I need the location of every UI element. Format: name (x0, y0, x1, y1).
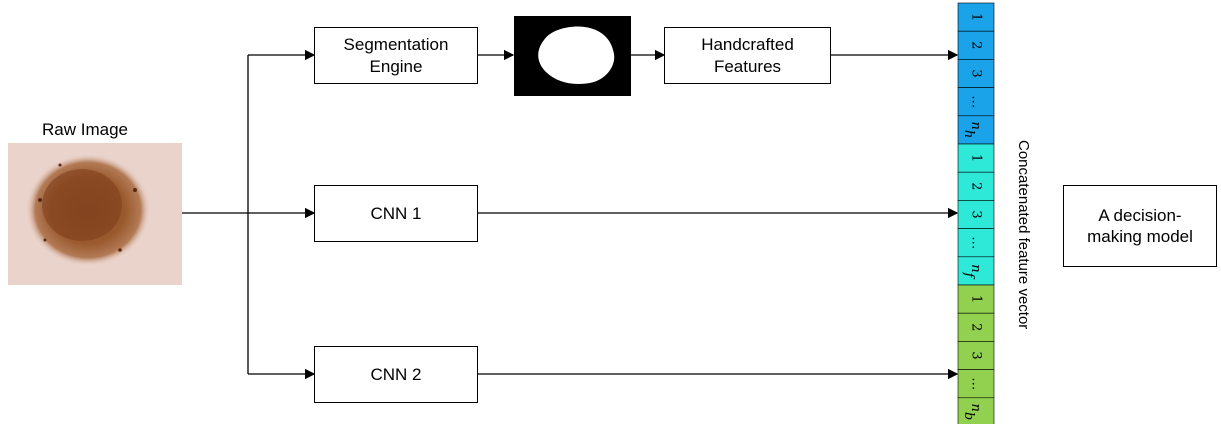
vector-cell (957, 312, 995, 342)
raw-image-label: Raw Image (42, 120, 128, 139)
vector-cell-label: nb (961, 404, 984, 421)
vector-cell (957, 341, 995, 370)
vector-cell (957, 87, 995, 117)
vector-cell-label: 1 (969, 154, 984, 162)
vector-cell-label: 1 (969, 13, 984, 21)
vector-cell-label: 2 (969, 41, 984, 49)
vector-cell (957, 397, 995, 424)
vector-cell-label: 3 (969, 210, 984, 218)
vector-cell-label: 3 (969, 351, 984, 359)
vector-cell-label: 2 (969, 182, 984, 190)
segmentation-line2: Engine (369, 56, 423, 76)
vector-cell (957, 256, 995, 286)
vector-label: Concatenated feature vector (1015, 140, 1032, 330)
segmentation-line1: Segmentation (343, 35, 449, 55)
vector-cell (957, 369, 995, 399)
connectors (182, 49, 959, 380)
handcrafted-line2: Features (713, 56, 782, 76)
cnn1-label: CNN 1 (370, 203, 422, 223)
vector-cell-label: nf (961, 264, 984, 279)
vector-cell-label: … (969, 95, 984, 108)
handcrafted-line1: Handcrafted (701, 35, 794, 55)
vector-cell-label: nh (961, 122, 984, 139)
feature-vector: 1 2 3 … nh 1 2 3 … nf 1 2 3 … nb (957, 2, 995, 424)
vector-cell (957, 115, 995, 145)
vector-cell-label: … (969, 377, 984, 390)
vector-cell-label: 2 (969, 323, 984, 331)
raw-image (8, 143, 182, 285)
vector-cell-label: 1 (969, 295, 984, 303)
vector-cell-label: … (969, 236, 984, 249)
vector-cell (957, 228, 995, 258)
vector-cell-label: 3 (969, 69, 984, 77)
vector-cell (957, 200, 995, 229)
vector-cell (957, 171, 995, 201)
vector-cell (957, 143, 995, 173)
decision-line1: A decision- (1098, 205, 1182, 225)
cnn2-box: CNN 2 (314, 346, 478, 403)
cnn1-box: CNN 1 (314, 185, 478, 242)
vector-cell (957, 284, 995, 314)
decision-model-box: A decision-making model (1063, 185, 1217, 267)
segmentation-mask (514, 16, 631, 96)
cnn2-label: CNN 2 (370, 364, 422, 384)
decision-line2: making model (1087, 227, 1193, 246)
